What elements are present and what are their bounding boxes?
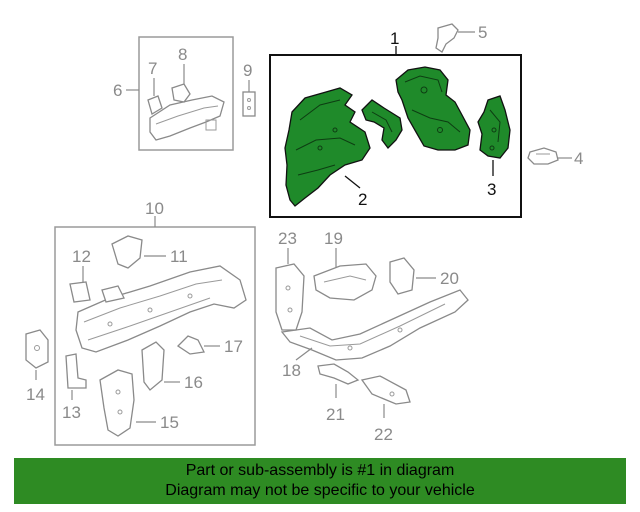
callout-7[interactable]: 7: [148, 59, 157, 78]
part-bracket-green[interactable]: [361, 99, 403, 149]
part-5-clip[interactable]: [435, 23, 459, 53]
part-7-bracket[interactable]: [147, 95, 163, 115]
parts-diagram: 1 2 3 5 4: [25, 23, 583, 446]
callout-21[interactable]: 21: [326, 405, 345, 424]
footer-line-1: Part or sub-assembly is #1 in diagram: [185, 462, 455, 479]
callout-8[interactable]: 8: [178, 45, 187, 64]
footer-banner: Part or sub-assembly is #1 in diagram Di…: [14, 458, 626, 504]
part-19-crossmember[interactable]: [313, 263, 377, 301]
callout-13[interactable]: 13: [62, 403, 81, 422]
callout-16[interactable]: 16: [184, 373, 203, 392]
callout-3[interactable]: 3: [487, 180, 496, 199]
callout-1[interactable]: 1: [390, 29, 399, 48]
callout-18[interactable]: 18: [282, 361, 301, 380]
part-shock-tower[interactable]: [395, 66, 471, 151]
callout-10[interactable]: 10: [145, 199, 164, 218]
part-2-wheelhouse-panel[interactable]: [284, 87, 371, 207]
part-6-rail-extension[interactable]: [149, 95, 225, 141]
part-14-plate[interactable]: [25, 329, 49, 369]
callout-22[interactable]: 22: [374, 425, 393, 444]
callout-17[interactable]: 17: [224, 337, 243, 356]
part-4-bracket[interactable]: [527, 147, 559, 165]
part-3-reinforcement[interactable]: [477, 95, 511, 159]
part-15-reinforcement[interactable]: [99, 369, 135, 437]
callout-9[interactable]: 9: [243, 61, 252, 80]
part-16-bracket[interactable]: [141, 341, 165, 391]
part-17-bracket[interactable]: [176, 335, 205, 355]
callout-5[interactable]: 5: [478, 23, 487, 42]
group-6-box: [138, 36, 234, 151]
part-20-bracket[interactable]: [389, 257, 415, 295]
callout-15[interactable]: 15: [160, 413, 179, 432]
part-12-bracket[interactable]: [69, 281, 125, 303]
callout-12[interactable]: 12: [72, 247, 91, 266]
part-9-plate[interactable]: [242, 91, 256, 117]
part-10-frame-rail[interactable]: [75, 265, 247, 353]
callout-19[interactable]: 19: [324, 229, 343, 248]
part-18-lower-rail[interactable]: [280, 289, 469, 361]
part-8-bracket[interactable]: [171, 83, 191, 103]
part-23-panel[interactable]: [275, 263, 305, 331]
callout-20[interactable]: 20: [440, 269, 459, 288]
callout-4[interactable]: 4: [574, 149, 583, 168]
part-11-bracket[interactable]: [111, 235, 143, 269]
callout-11[interactable]: 11: [170, 247, 188, 266]
callout-23[interactable]: 23: [278, 229, 297, 248]
callout-2[interactable]: 2: [358, 190, 367, 209]
part-22-brace[interactable]: [360, 375, 411, 405]
callout-6[interactable]: 6: [113, 81, 122, 100]
part-21-brace[interactable]: [317, 363, 360, 385]
callout-14[interactable]: 14: [26, 385, 45, 404]
footer-line-2: Diagram may not be specific to your vehi…: [165, 482, 475, 499]
part-13-bracket[interactable]: [65, 353, 87, 389]
